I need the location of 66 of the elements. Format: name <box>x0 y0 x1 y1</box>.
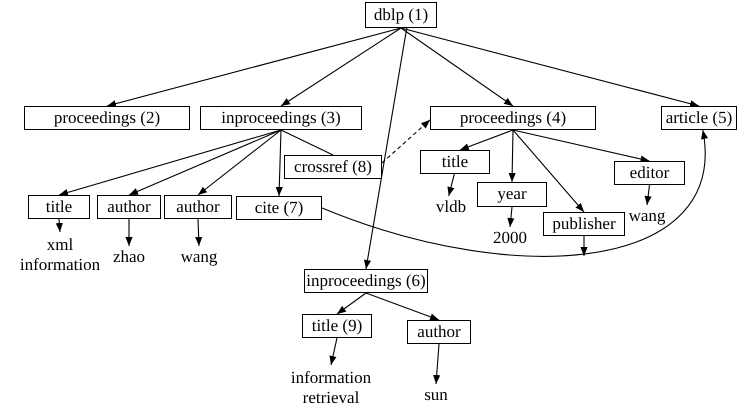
value-text: information retrieval <box>283 365 379 411</box>
connector-line <box>280 130 334 156</box>
arrow <box>329 338 338 366</box>
element-box <box>477 182 547 207</box>
arrow <box>382 120 430 164</box>
arrow <box>322 130 707 257</box>
arrow <box>128 130 282 196</box>
element-label: author <box>176 196 220 218</box>
element-label: proceedings (4) <box>460 108 566 128</box>
element-label: inproceedings (3) <box>221 108 341 128</box>
element-box <box>543 212 625 236</box>
element-label: title <box>442 152 468 172</box>
arrow <box>106 27 402 108</box>
element-box <box>365 2 437 28</box>
arrow <box>195 218 202 246</box>
element-box <box>302 314 372 338</box>
element-label: author <box>417 322 461 342</box>
arrow <box>364 28 408 270</box>
arrow <box>366 292 440 321</box>
element-box <box>236 196 322 220</box>
arrow <box>198 130 282 196</box>
element-label: publisher <box>552 214 616 234</box>
arrow <box>644 184 652 206</box>
arrow <box>58 129 282 196</box>
arrow <box>512 130 584 212</box>
element-box <box>97 195 161 219</box>
value-text: wang <box>624 205 670 227</box>
element-label: year <box>497 184 527 205</box>
element-label: crossref (8) <box>294 156 372 178</box>
arrow <box>507 206 514 228</box>
element-box <box>420 150 490 174</box>
element-label: proceedings (2) <box>54 108 160 128</box>
arrow <box>125 219 133 246</box>
element-label: dblp (1) <box>374 4 428 26</box>
arrow <box>280 28 402 106</box>
arrow <box>580 236 588 256</box>
element-box <box>200 106 362 130</box>
arrow <box>447 174 455 196</box>
arrow <box>276 130 283 196</box>
arrow <box>508 130 516 182</box>
arrow <box>433 344 440 384</box>
element-label: title (9) <box>312 316 362 336</box>
value-text: wang <box>173 246 225 268</box>
element-label: article (5) <box>666 108 732 128</box>
element-box <box>24 106 190 130</box>
arrow <box>336 292 366 314</box>
element-box <box>614 161 685 185</box>
arrow <box>512 129 650 163</box>
element-label: inproceedings (6) <box>306 270 426 292</box>
value-text: vldb <box>428 196 474 218</box>
arrow <box>400 28 514 106</box>
element-box <box>430 106 596 130</box>
element-label: cite (7) <box>254 198 304 218</box>
element-box <box>284 155 382 179</box>
arrow <box>460 129 514 151</box>
element-box <box>407 320 471 344</box>
value-text: sun <box>416 384 456 406</box>
element-box <box>164 195 232 219</box>
value-text: 2000 <box>485 227 535 249</box>
element-label: editor <box>630 162 670 184</box>
element-box <box>28 195 90 219</box>
element-box <box>661 106 737 130</box>
element-label: author <box>107 196 151 218</box>
arrow <box>400 27 700 108</box>
element-label: title <box>46 196 72 218</box>
arrow <box>56 218 63 232</box>
